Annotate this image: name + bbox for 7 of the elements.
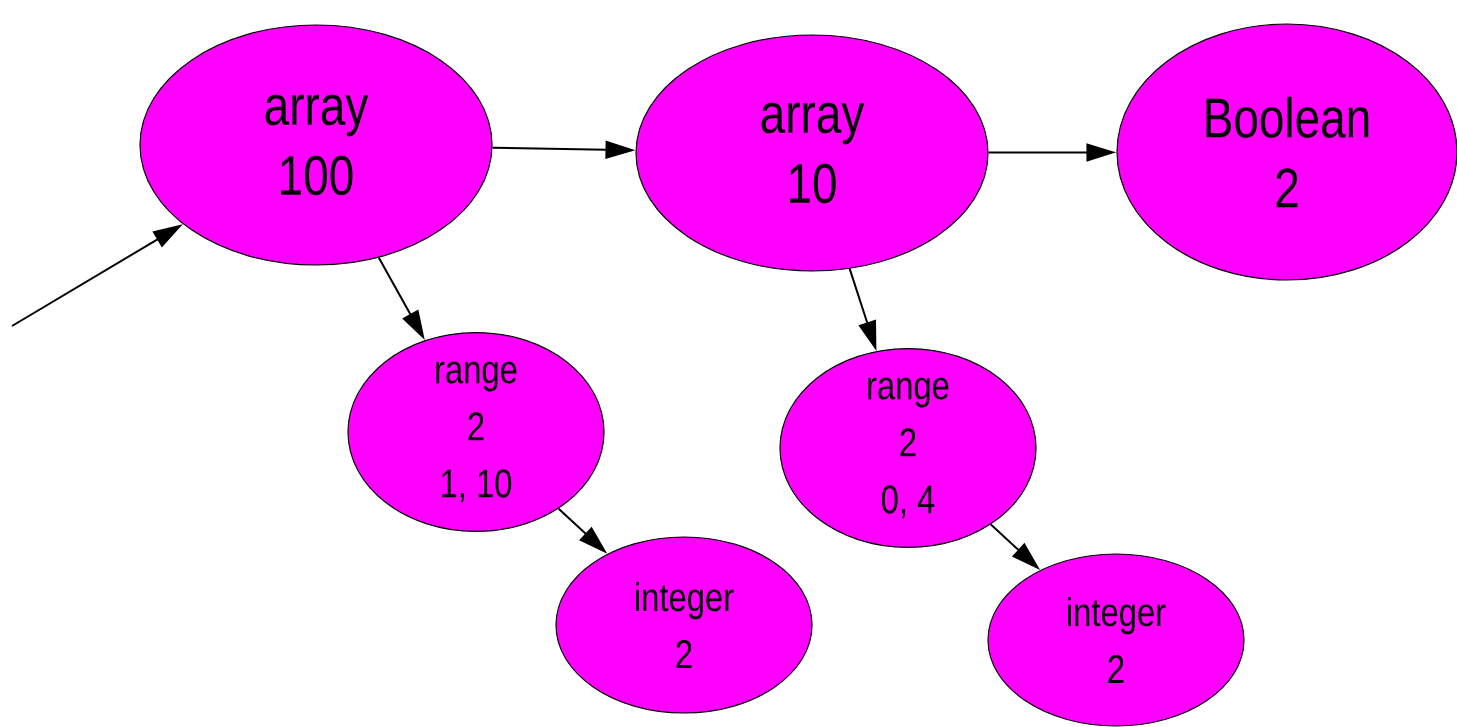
ellipse-node: integer 2 <box>987 553 1245 727</box>
ellipse-node: array 100 <box>139 24 493 266</box>
ellipse-node: Boolean 2 <box>1116 23 1457 281</box>
ellipse-node: range 2 0, 4 <box>779 347 1037 549</box>
ellipse-node: integer 2 <box>555 536 813 714</box>
ellipse-node: array 10 <box>635 34 989 272</box>
ellipse-node: range 2 1, 10 <box>347 331 605 533</box>
